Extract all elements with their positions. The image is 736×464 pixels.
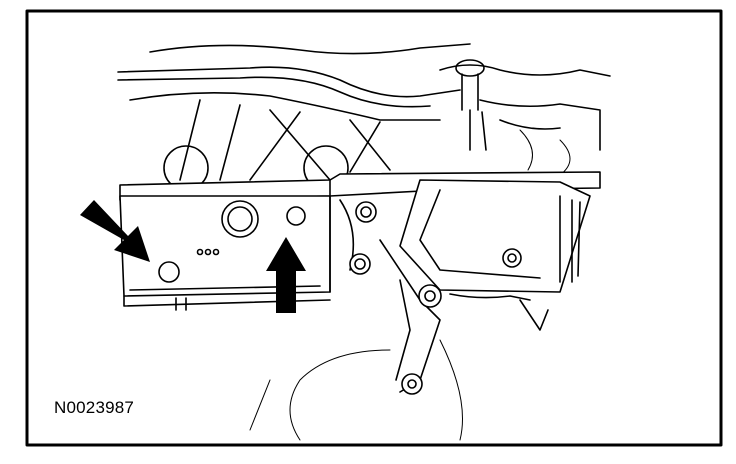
lower-hole bbox=[158, 261, 180, 283]
engine-background bbox=[117, 43, 611, 191]
arrow-pointing-up-icon bbox=[266, 237, 306, 313]
figure-border bbox=[25, 9, 723, 447]
mount-bolt-lower bbox=[349, 253, 371, 275]
mount-stud bbox=[502, 248, 522, 268]
upper-hole bbox=[286, 206, 306, 226]
mount-bracket bbox=[119, 171, 601, 311]
figure-reference-code: N0023987 bbox=[54, 398, 135, 417]
arrow-pointing-down-right-icon bbox=[80, 200, 150, 262]
mount-bolt-upper bbox=[355, 201, 377, 223]
engine-mount bbox=[249, 179, 591, 441]
